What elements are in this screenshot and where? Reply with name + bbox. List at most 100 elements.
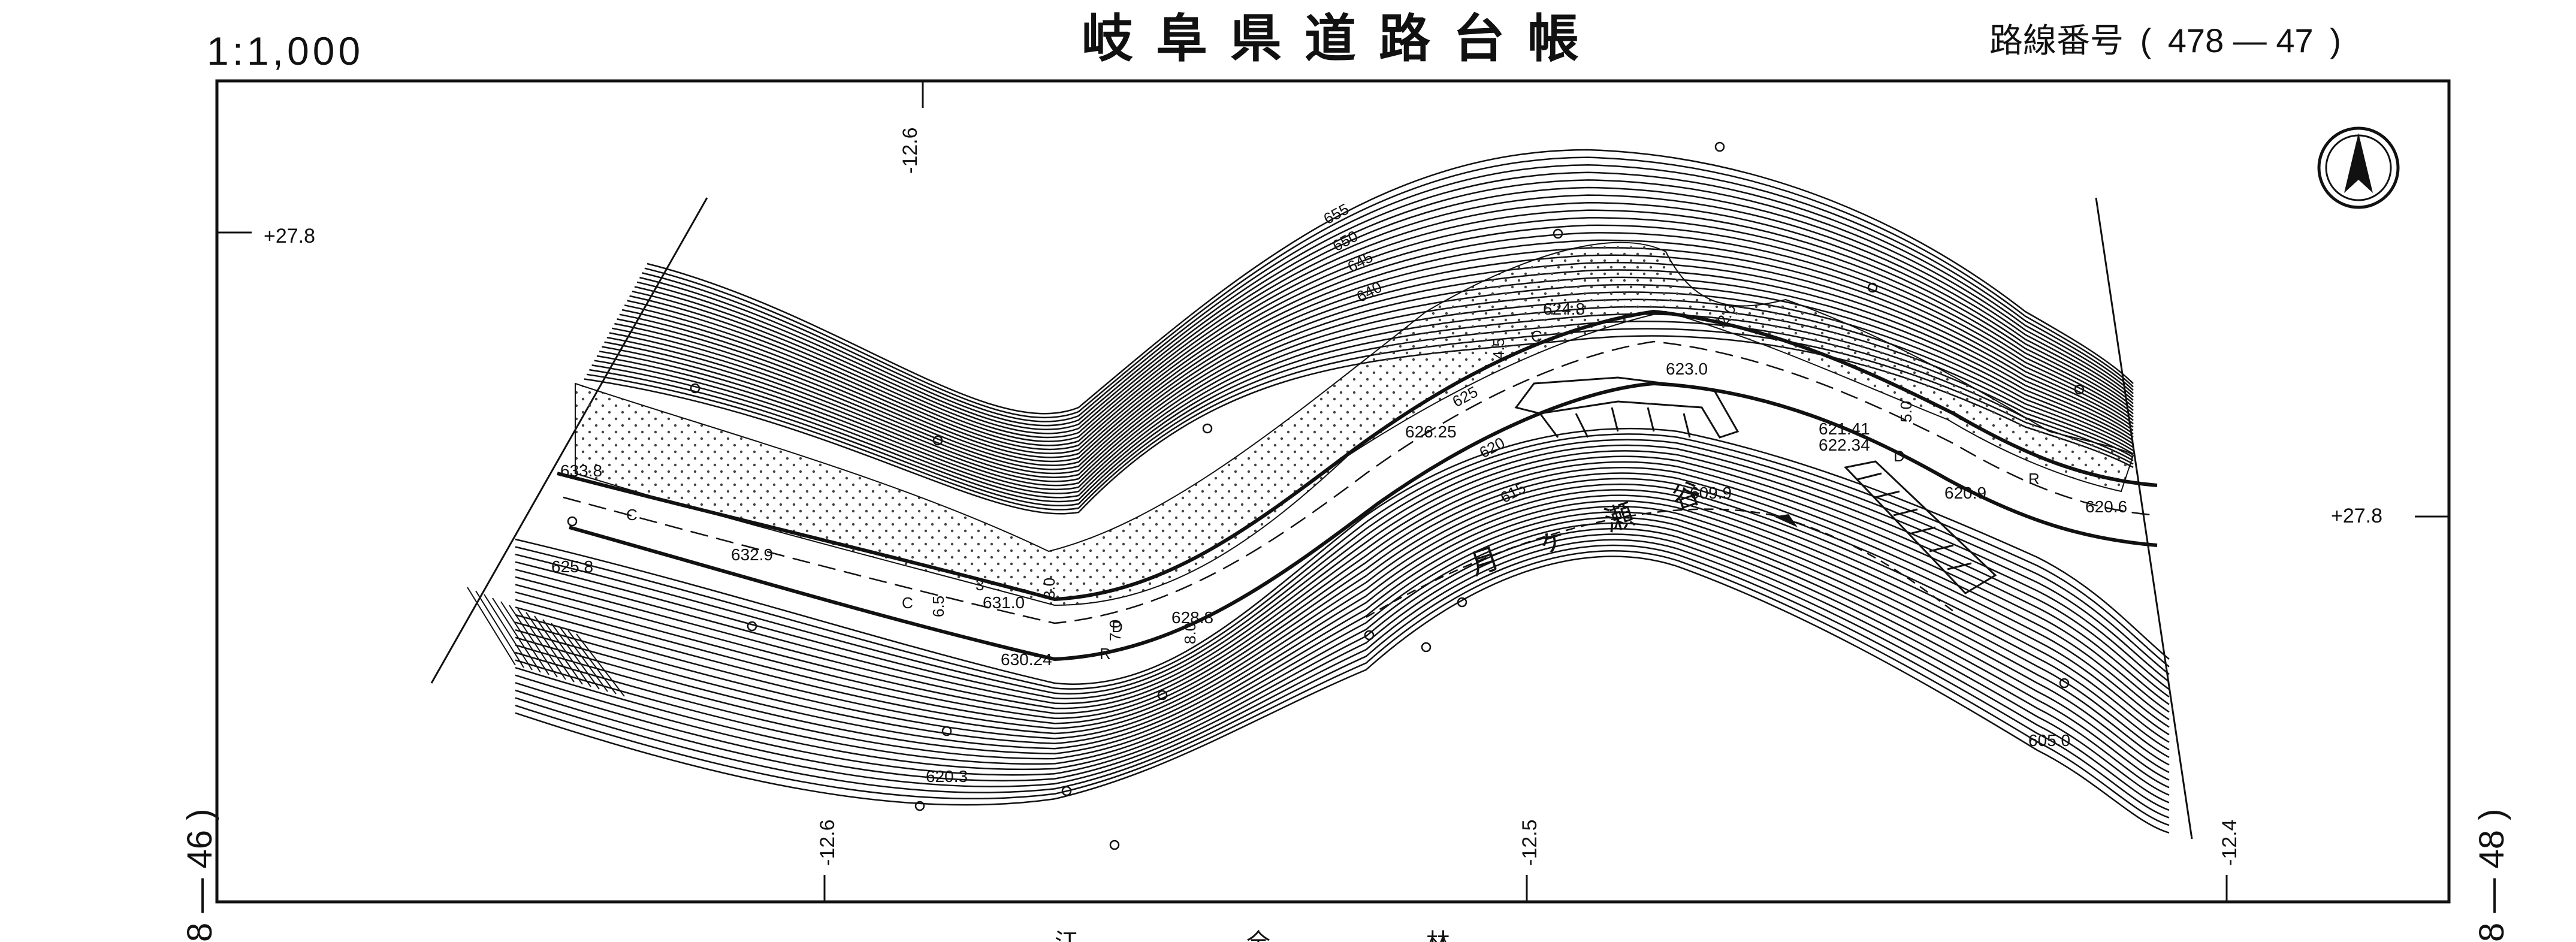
- hatch-stroke: [559, 626, 608, 692]
- lower-contour-line: [515, 500, 2170, 758]
- grid-tick-bottom-2: -12.5: [1518, 820, 1541, 866]
- width-6-5: 6.5: [929, 596, 947, 617]
- lower-contour-line: [515, 533, 2170, 804]
- route-label: 路線番号: [1989, 22, 2124, 59]
- upper-contour-line: [629, 201, 2134, 442]
- grid-tick-top: -12.6: [899, 128, 922, 174]
- elev-605-0: 605.0: [2028, 731, 2070, 750]
- code-c-3: C: [1531, 327, 1542, 345]
- hatch-stroke: [534, 615, 583, 685]
- width-4-5: 4.5: [1490, 338, 1508, 360]
- elev-620-6: 620.6: [2085, 497, 2127, 516]
- hatch-stroke: [576, 633, 625, 697]
- route-number: 478 — 47: [2167, 22, 2314, 59]
- route-close-paren: ): [2330, 22, 2341, 59]
- lower-contour-line: [515, 427, 2170, 685]
- code-d-2: D: [1894, 447, 1905, 465]
- elev-632-9: 632.9: [731, 545, 773, 564]
- lower-contour-line: [515, 444, 2170, 700]
- elev-624-8: 624.8: [1543, 300, 1585, 318]
- lower-contour-line: [515, 522, 2170, 789]
- scale-label: 1:1,000: [207, 29, 364, 73]
- elev-622-34: 622.34: [1819, 436, 1870, 454]
- road-edge-upper: [557, 309, 2158, 602]
- hatch-stroke: [484, 594, 533, 671]
- upper-contour-line: [647, 149, 2134, 415]
- upper-contour-line: [627, 209, 2134, 446]
- width-3: 3: [976, 576, 984, 594]
- lower-contour-line: [515, 483, 2170, 736]
- lower-contour-line: [515, 494, 2170, 751]
- upper-contour-line: [604, 276, 2134, 482]
- lower-contour-line: [515, 489, 2170, 743]
- lower-contour-line: [515, 544, 2170, 819]
- lower-contour-line: [515, 439, 2170, 695]
- hatch-stroke: [500, 601, 549, 675]
- cut-slope-area: [575, 241, 2134, 606]
- grid-tick-bottom-1: -12.6: [816, 820, 839, 866]
- elev-626-25: 626.25: [1405, 422, 1457, 441]
- retaining-wall-2: [1844, 460, 1997, 594]
- footer-fragment-b: 全: [1246, 923, 1270, 942]
- hatch-stroke: [567, 630, 617, 695]
- code-d-1: D: [1112, 618, 1123, 636]
- lower-contour-line: [515, 528, 2170, 796]
- width-3-0: 3.0: [1040, 578, 1058, 599]
- stream-arrow: [1774, 514, 1798, 527]
- lower-contour-line: [515, 433, 2170, 690]
- upper-contour-line: [621, 224, 2134, 454]
- upper-contour-line: [606, 269, 2134, 478]
- hatch-stroke: [517, 608, 566, 680]
- width-5-0: 5.0: [1897, 401, 1915, 422]
- upper-contour-line: [642, 164, 2134, 422]
- upper-contour-line: [609, 261, 2134, 475]
- grid-tick-left: +27.8: [264, 225, 315, 247]
- lower-contour-line: [515, 461, 2170, 714]
- elev-625-8: 625.8: [551, 557, 593, 576]
- retaining-wall-1: [1514, 376, 1740, 439]
- width-7-0: 7.0: [1106, 620, 1124, 641]
- footer-fragment-a: 江: [1055, 923, 1079, 942]
- elev-620-9: 620.9: [1944, 484, 1986, 502]
- lower-contour-line: [515, 450, 2170, 705]
- upper-contour-line: [614, 247, 2134, 466]
- contour-620: 620: [1476, 433, 1508, 461]
- lower-contour-line: [515, 517, 2170, 781]
- hatch-stroke: [526, 612, 575, 683]
- map-frame: [215, 79, 2451, 904]
- grid-tick-right: +27.8: [2331, 505, 2382, 527]
- upper-contour-line: [602, 283, 2134, 487]
- code-r-1: R: [1100, 645, 1111, 663]
- route-open-paren: (: [2140, 22, 2152, 59]
- sheet-title: 岐阜県道路台帳: [1082, 8, 1602, 69]
- upper-contour-line: [639, 171, 2134, 427]
- upper-contour-line: [636, 179, 2134, 430]
- road-edge-lower: [569, 381, 2158, 662]
- stream-line: [1366, 508, 1954, 618]
- road: [557, 309, 2158, 662]
- upper-contour-line: [632, 194, 2134, 439]
- footer-fragment-c: 林: [1426, 923, 1450, 942]
- lower-contour-line: [515, 455, 2170, 709]
- upper-contour-line: [624, 217, 2134, 451]
- survey-boundary-left: [430, 197, 708, 684]
- road-centerline: [563, 340, 2158, 624]
- hatch-stroke: [467, 587, 516, 666]
- upper-contour-line: [634, 186, 2134, 434]
- lower-contour-line: [515, 511, 2170, 774]
- hatch-stroke: [492, 597, 541, 673]
- lower-contour-line: [515, 505, 2170, 766]
- upper-contour-line: [611, 254, 2134, 470]
- elev-609-9: 609.9: [1690, 484, 1732, 502]
- code-r-2: R: [2028, 470, 2040, 488]
- elev-633-8: 633.8: [560, 461, 602, 480]
- elev-631-0: 631.0: [983, 593, 1025, 612]
- lower-contours: [515, 427, 2170, 834]
- lower-contour-line: [515, 467, 2170, 720]
- upper-contour-line: [644, 156, 2134, 418]
- hatch-stroke: [542, 619, 591, 687]
- hatch-stroke: [509, 605, 558, 678]
- hatch-stroke: [551, 623, 600, 690]
